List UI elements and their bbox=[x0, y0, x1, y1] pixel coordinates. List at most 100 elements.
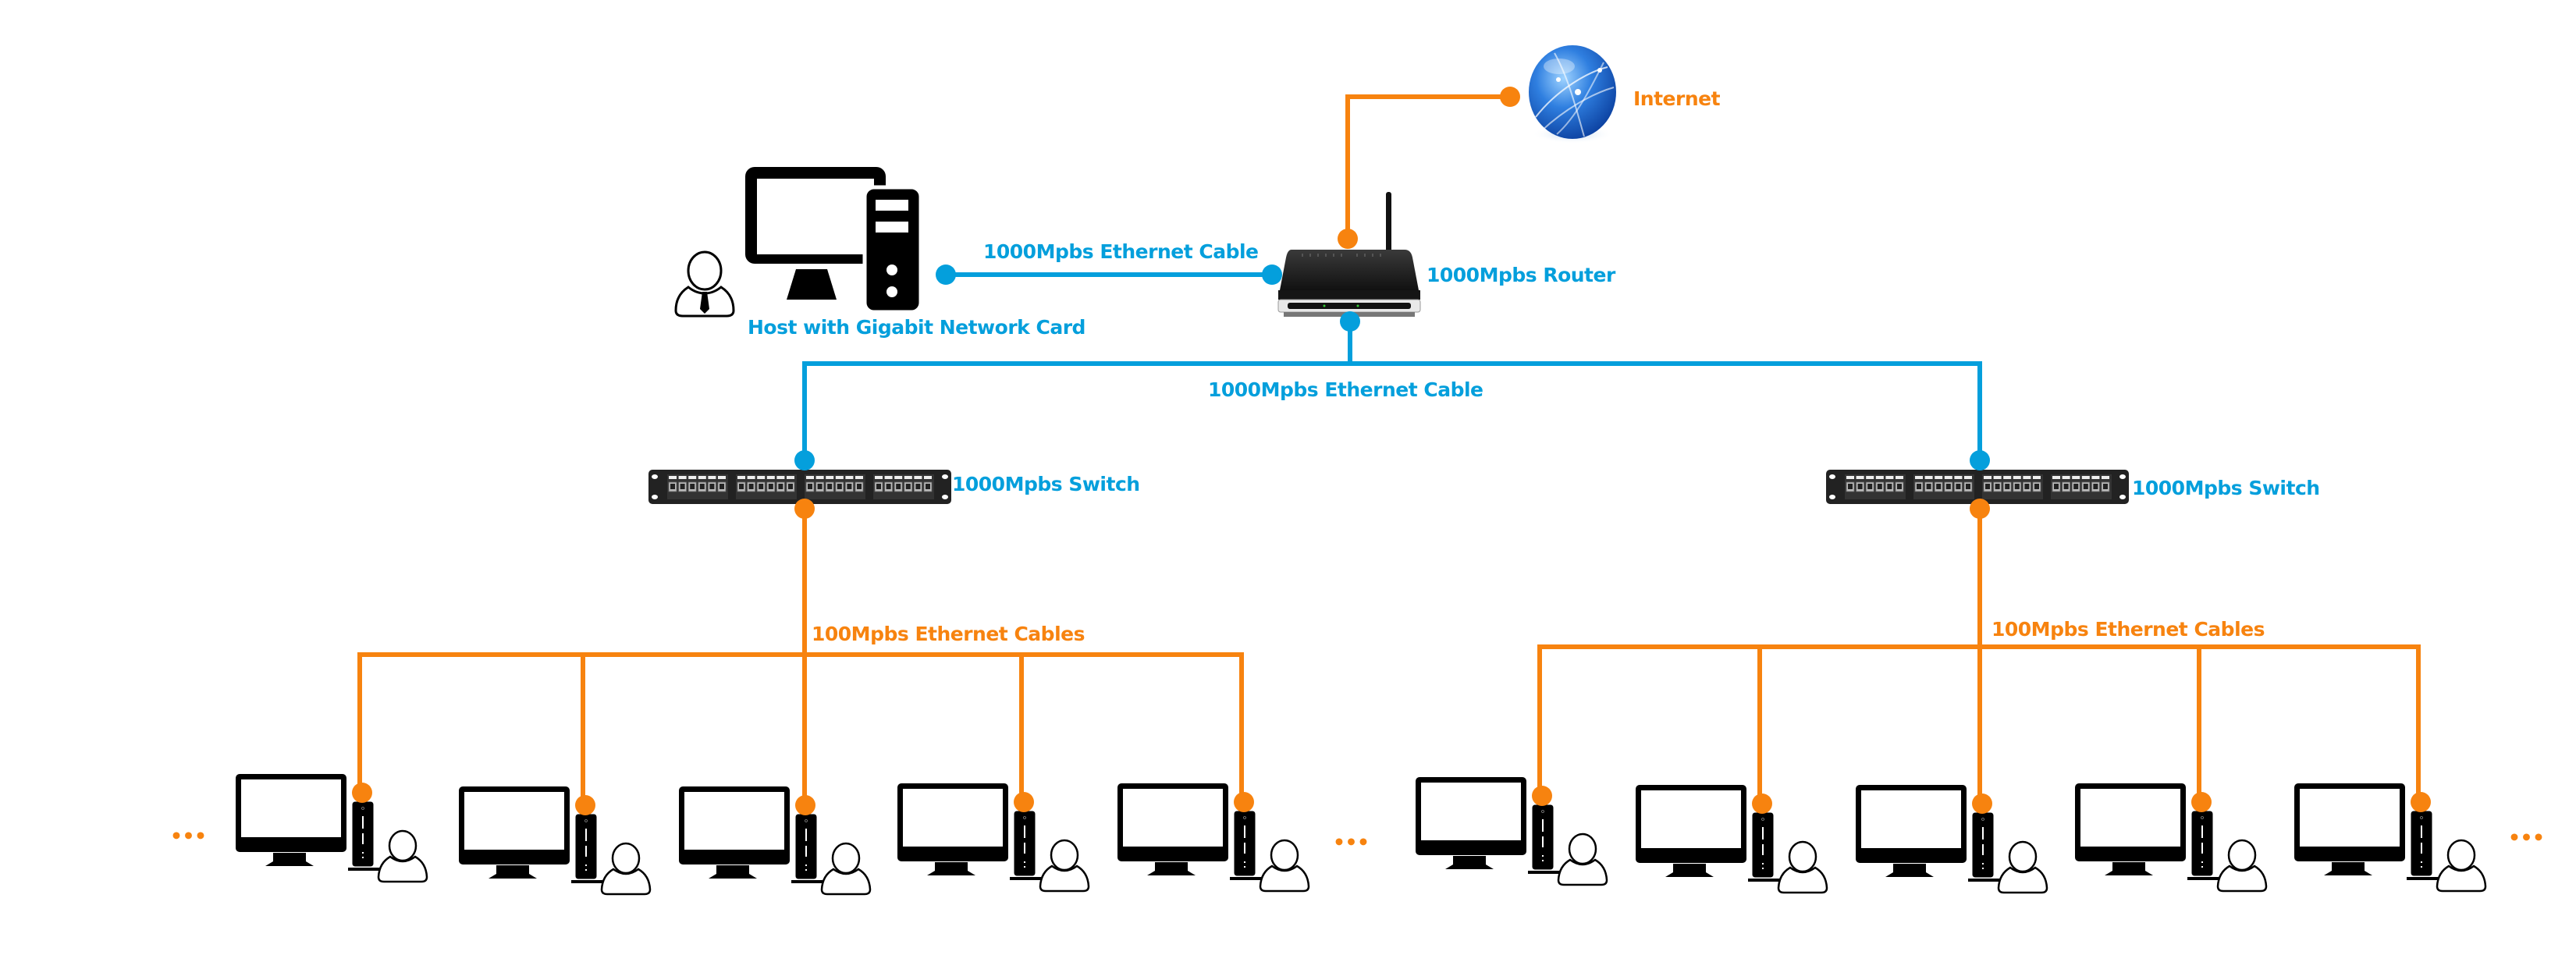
workstation-port-dot bbox=[1532, 786, 1552, 806]
drive-slot bbox=[1024, 825, 1025, 838]
workstation-4[interactable] bbox=[897, 783, 1090, 893]
monitor-screen bbox=[2080, 789, 2180, 847]
port-label bbox=[1885, 476, 1894, 479]
workstation-port-dot bbox=[1972, 793, 1992, 814]
monitor-stand bbox=[1147, 862, 1196, 875]
rj45-jack bbox=[1945, 484, 1951, 489]
router-wan-dot bbox=[1338, 229, 1358, 249]
monitor-stand bbox=[2105, 862, 2153, 875]
trunk-cable-label: 1000Mpbs Ethernet Cable bbox=[1208, 378, 1483, 401]
internet-node[interactable]: Internet bbox=[1500, 45, 1721, 144]
led bbox=[1982, 863, 1984, 864]
user-icon bbox=[1997, 840, 2048, 894]
rj45-jack bbox=[1917, 484, 1921, 489]
power-button bbox=[1981, 818, 1984, 821]
workstation-10[interactable] bbox=[2294, 783, 2487, 893]
rj45-jack bbox=[827, 484, 833, 489]
rack-mount-hole bbox=[2119, 474, 2126, 479]
port-label bbox=[914, 476, 922, 479]
workstation-7[interactable] bbox=[1636, 785, 1828, 894]
monitor-screen bbox=[464, 792, 564, 850]
rj45-jack bbox=[1897, 484, 1902, 489]
tower-base bbox=[1010, 877, 1041, 880]
port-label bbox=[2052, 476, 2060, 479]
router-node[interactable]: 1000Mpbs Router bbox=[1262, 192, 1616, 332]
tower-base bbox=[1230, 877, 1261, 880]
user-icon bbox=[2436, 839, 2487, 893]
workstation-2[interactable] bbox=[459, 786, 652, 896]
drive-slot bbox=[362, 833, 364, 844]
wireless-router-icon bbox=[1277, 192, 1421, 317]
rj45-jack bbox=[748, 484, 754, 489]
rj45-jack bbox=[1848, 484, 1853, 489]
drive-slot bbox=[1244, 843, 1245, 854]
workstation-6[interactable] bbox=[1416, 777, 1608, 886]
port-label bbox=[1856, 476, 1864, 479]
drive-slot bbox=[1244, 825, 1245, 838]
port-label bbox=[2003, 476, 2012, 479]
led bbox=[2201, 861, 2203, 863]
rj45-jack bbox=[768, 484, 773, 489]
drive-slot bbox=[805, 846, 807, 857]
led bbox=[2421, 866, 2422, 868]
workstation-8[interactable] bbox=[1856, 785, 2048, 894]
rack-mount-hole bbox=[1829, 495, 1835, 499]
tower-base bbox=[1528, 871, 1559, 874]
workstation-5[interactable] bbox=[1117, 783, 1310, 893]
switch-right[interactable]: 1000Mpbs Switch bbox=[1826, 450, 2320, 519]
port-label bbox=[924, 476, 932, 479]
port-label bbox=[669, 476, 677, 479]
left-client-group bbox=[236, 774, 1310, 896]
led bbox=[1024, 861, 1025, 863]
workstation-port-dot bbox=[2191, 792, 2212, 812]
drive-slot bbox=[2421, 843, 2422, 854]
rj45-jack bbox=[905, 484, 911, 489]
monitor-screen bbox=[1421, 783, 1521, 840]
more-clients-left-ellipsis: ••• bbox=[170, 825, 206, 847]
patch-panel-switch-icon bbox=[1826, 470, 2129, 504]
led bbox=[362, 852, 364, 854]
port-label bbox=[2091, 476, 2100, 479]
workstation-9[interactable] bbox=[2075, 783, 2268, 893]
port-label bbox=[1964, 476, 1972, 479]
workstation-3[interactable] bbox=[679, 786, 872, 896]
monitor-stand bbox=[2324, 862, 2372, 875]
rack-mount-hole bbox=[942, 474, 948, 479]
left-clients-cable-label: 100Mpbs Ethernet Cables bbox=[812, 623, 1085, 645]
rj45-jack bbox=[2024, 484, 2030, 489]
host-node[interactable]: 1000Mpbs Ethernet Cable Host with Gigabi… bbox=[674, 167, 1259, 339]
power-button bbox=[2201, 816, 2204, 819]
drive-slot bbox=[2201, 825, 2203, 838]
switch-left-downlink-dot bbox=[794, 499, 815, 519]
drive-slot bbox=[1542, 836, 1544, 847]
led bbox=[2201, 866, 2203, 868]
port-label bbox=[2013, 476, 2021, 479]
monitor-stand bbox=[709, 865, 757, 879]
monitor-screen bbox=[2300, 789, 2400, 847]
port-label bbox=[2072, 476, 2080, 479]
power-button bbox=[1023, 816, 1026, 819]
rj45-jack bbox=[817, 484, 823, 489]
rj45-jack bbox=[720, 484, 724, 489]
drive-slot bbox=[1982, 844, 1984, 855]
workstation-port-dot bbox=[1234, 792, 1254, 812]
port-label bbox=[747, 476, 755, 479]
monitor-stand bbox=[927, 862, 975, 875]
led bbox=[362, 857, 364, 858]
rj45-jack bbox=[2034, 484, 2039, 489]
rj45-jack bbox=[2073, 484, 2079, 489]
drive-slot bbox=[1542, 819, 1544, 832]
monitor-screen bbox=[903, 789, 1003, 847]
host-cable-label: 1000Mpbs Ethernet Cable bbox=[983, 240, 1259, 263]
power-button bbox=[805, 819, 808, 822]
led bbox=[585, 869, 587, 871]
rj45-jack bbox=[1877, 484, 1882, 489]
rj45-jack bbox=[926, 484, 930, 489]
router-lan-left-dot bbox=[1262, 264, 1282, 285]
workstation-1[interactable] bbox=[236, 774, 428, 883]
tower-base bbox=[571, 880, 602, 883]
user-icon bbox=[1777, 840, 1828, 894]
port-label bbox=[2081, 476, 2090, 479]
switch-left[interactable]: 1000Mpbs Switch bbox=[648, 450, 1140, 519]
